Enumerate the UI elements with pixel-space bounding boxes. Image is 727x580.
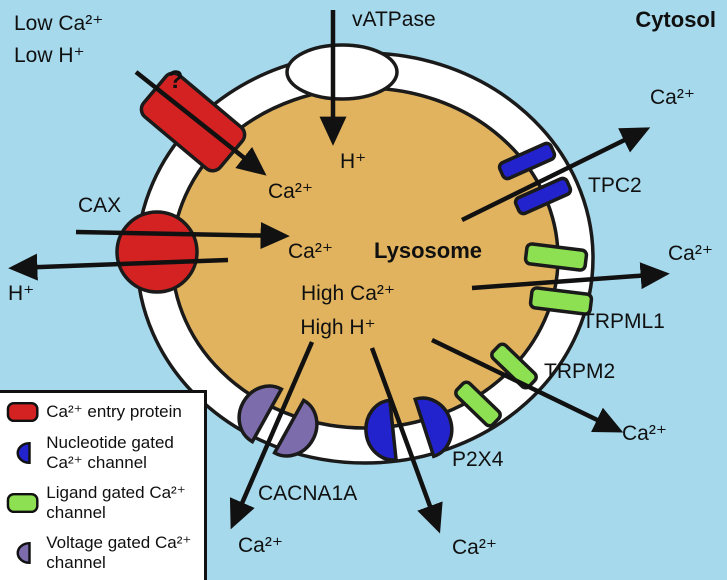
tpc2-ca-efflux-arrow [461,127,651,223]
label-ca-cacna1a: Ca²⁺ [238,534,283,557]
ligand-gated-channel-icon [6,493,39,514]
tpc2-channel-subunit [513,176,573,216]
label-ca-influx-cax: Ca²⁺ [288,240,333,263]
purple-halfmoon-swatch [16,542,31,565]
cax-ca-influx-arrow [75,222,290,250]
cacna1a-channel-subunit [272,398,319,458]
trpm2-channel-subunit [454,380,502,428]
legend-label-ligand-gated: Ligand gated Ca²⁺ channel [46,482,186,523]
cax-h-efflux-arrow [8,253,229,281]
label-lysosome: Lysosome [374,238,482,263]
label-question-mark: ? [168,66,183,94]
blue-halfmoon-swatch [16,442,31,465]
vatpase-pump [285,43,399,101]
legend-label-voltage-gated: Voltage gated Ca²⁺ channel [46,532,192,573]
voltage-gated-channel-icon [16,542,31,565]
label-cytosol: Cytosol [635,7,716,32]
legend-item-ca-entry-protein: Ca²⁺ entry protein [6,400,199,424]
green-pill-swatch [6,493,39,514]
label-trpml1: TRPML1 [582,310,665,333]
label-ca-trpm2: Ca²⁺ [622,422,667,445]
label-p2x4: P2X4 [452,448,504,471]
legend-item-ligand-gated: Ligand gated Ca²⁺ channel [6,483,199,524]
trpm2-ca-efflux-arrow [431,337,624,433]
trpm2-channel-subunit [490,342,538,390]
label-trpm2: TRPM2 [544,360,615,383]
label-h-influx: H⁺ [340,150,366,173]
label-vatpase: vATPase [352,8,436,31]
label-low-ca: Low Ca²⁺ [14,12,103,35]
trpml1-ca-efflux-arrow [471,262,670,291]
cacna1a-ca-efflux-arrow [229,341,315,530]
ca-entry-protein-icon [6,401,39,423]
label-ca-trpml1: Ca²⁺ [668,242,713,265]
nucleotide-gated-channel-icon [16,442,31,465]
label-ca-tpc2: Ca²⁺ [650,86,695,109]
trpml1-channel-subunit [528,286,594,316]
cacna1a-channel-subunit [237,384,284,444]
label-ca-p2x4: Ca²⁺ [452,536,497,559]
legend-item-voltage-gated: Voltage gated Ca²⁺ channel [6,533,199,574]
legend-panel: Ca²⁺ entry protein Nucleotide gated Ca²⁺… [0,390,207,580]
cax-transporter [115,210,199,294]
label-high-h: High H⁺ [300,316,375,339]
label-tpc2: TPC2 [588,174,642,197]
legend-label-nucleotide-gated: Nucleotide gated Ca²⁺ channel [46,432,174,473]
p2x4-ca-efflux-arrow [369,347,443,534]
legend-label-ca-entry-protein: Ca²⁺ entry protein [46,401,182,421]
tpc2-channel-subunit [497,141,557,181]
p2x4-channel-subunit [364,398,399,462]
label-cacna1a: CACNA1A [258,482,357,505]
label-h-efflux: H⁺ [8,282,34,305]
label-high-ca: High Ca²⁺ [301,282,395,305]
label-ca-influx-unknown: Ca²⁺ [268,180,313,203]
trpml1-channel-subunit [523,242,589,272]
unknown-ca-influx-arrow [134,70,267,176]
label-low-h: Low H⁺ [14,44,85,67]
p2x4-channel-subunit [412,396,454,459]
legend-item-nucleotide-gated: Nucleotide gated Ca²⁺ channel [6,433,199,474]
label-cax: CAX [78,194,121,217]
red-pill-swatch [6,401,39,423]
